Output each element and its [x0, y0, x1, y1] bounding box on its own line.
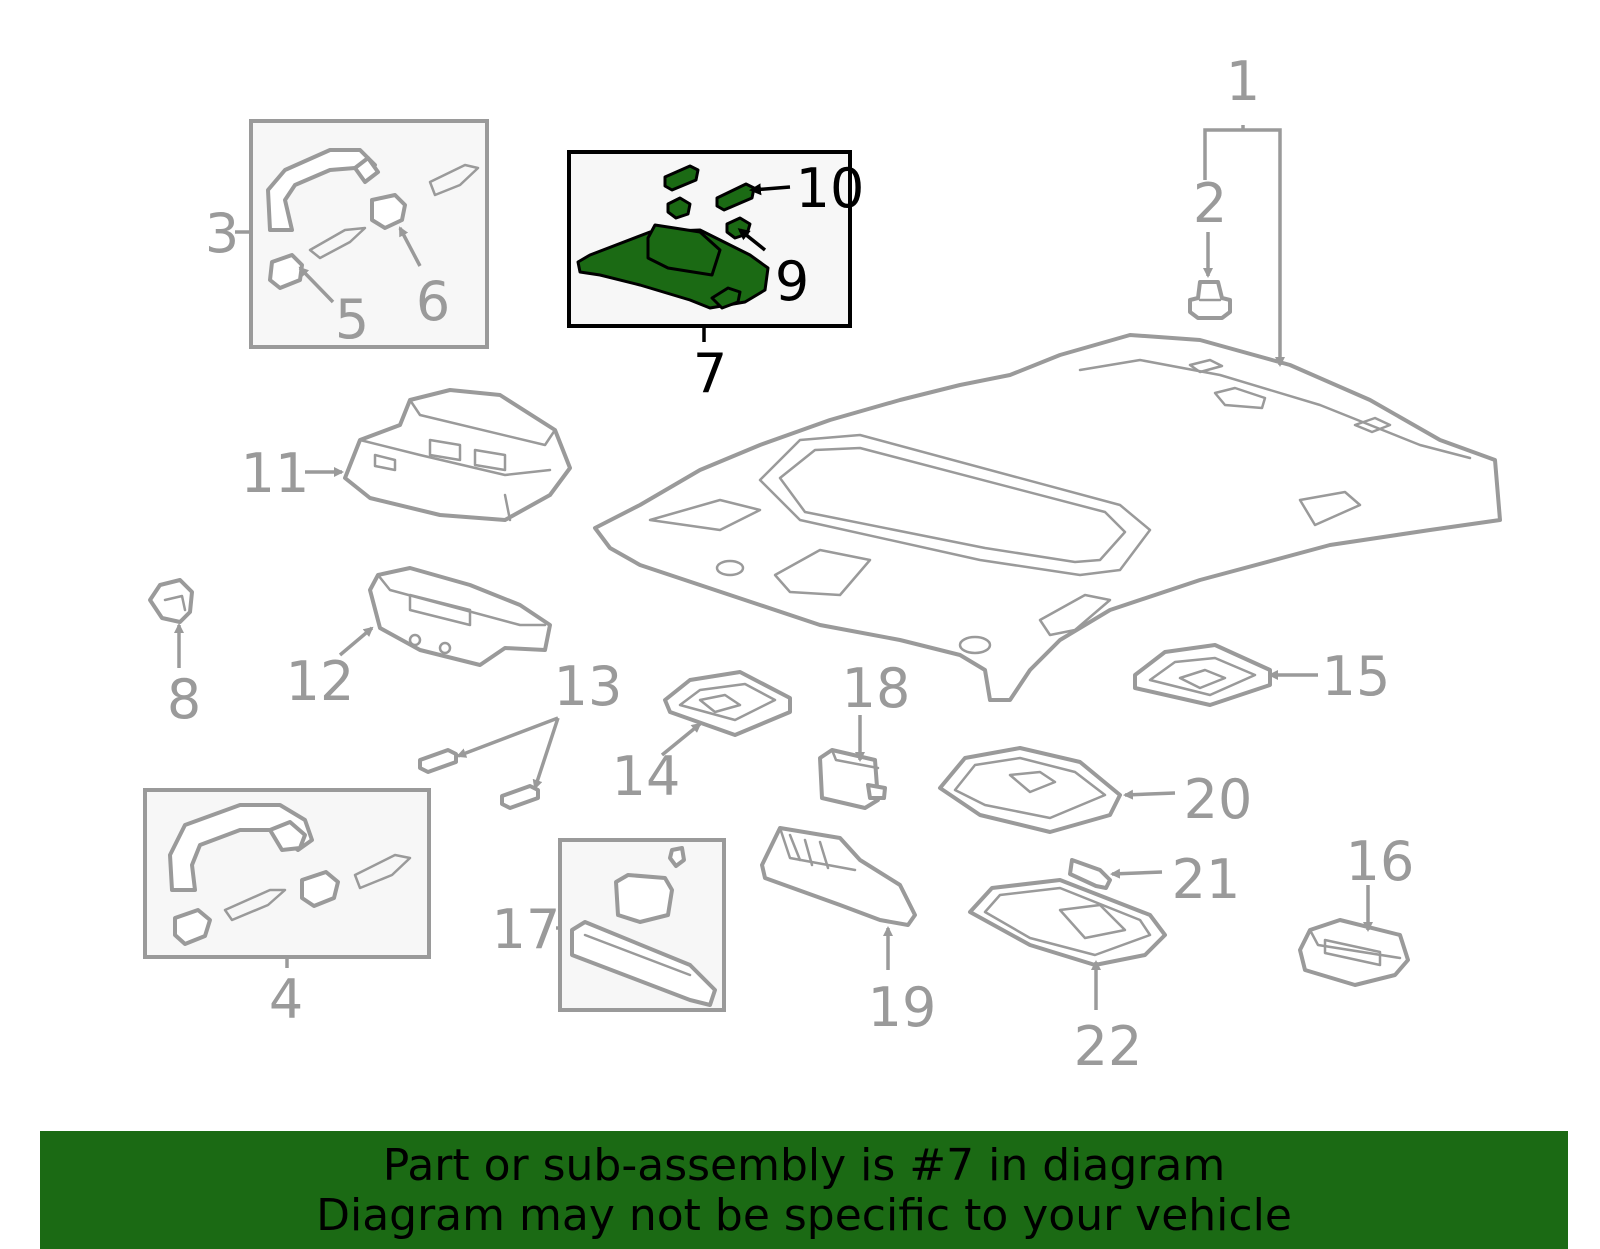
callout-13: 13 [554, 655, 623, 718]
callout-18: 18 [842, 657, 911, 720]
callout-14: 14 [612, 745, 681, 808]
lamp-assembly-part-19[interactable] [760, 826, 917, 927]
footer-line-highlight-note: Part or sub-assembly is #7 in diagram [382, 1140, 1226, 1191]
callout-15: 15 [1322, 645, 1391, 708]
callout-16: 16 [1346, 830, 1415, 893]
module-part-16[interactable] [1298, 918, 1410, 987]
callout-7: 7 [693, 342, 727, 405]
sunvisor-clip[interactable] [666, 196, 752, 240]
callout-4: 4 [269, 968, 303, 1031]
callout-1: 1 [1226, 50, 1260, 113]
overhead-console-part-11[interactable] [343, 388, 572, 522]
callout-11: 11 [241, 442, 310, 505]
sunvisor-cover[interactable] [663, 164, 756, 212]
console-housing-part-12[interactable] [368, 566, 552, 667]
callout-10: 10 [796, 157, 865, 220]
callout-3: 3 [205, 202, 239, 265]
sunvisor-assembly[interactable] [576, 223, 770, 310]
callout-20: 20 [1184, 768, 1253, 831]
headliner-part[interactable] [593, 333, 1502, 702]
callout-6: 6 [416, 270, 450, 333]
sensor-part-18[interactable] [818, 748, 887, 810]
footer-banner: Part or sub-assembly is #7 in diagram Di… [40, 1131, 1568, 1249]
callout-19: 19 [868, 976, 937, 1039]
bracket-part-8[interactable] [148, 578, 194, 624]
clip-part[interactable] [1188, 280, 1232, 320]
lamp-base-part-14[interactable] [663, 670, 792, 737]
console-part-20[interactable] [938, 746, 1122, 834]
lamp-base-part-15[interactable] [1133, 643, 1272, 707]
callout-22: 22 [1074, 1015, 1143, 1078]
grab-handle-rear[interactable] [168, 803, 412, 946]
footer-line-disclaimer: Diagram may not be specific to your vehi… [316, 1190, 1292, 1241]
callout-12: 12 [286, 650, 355, 713]
callout-9: 9 [775, 250, 809, 313]
callout-labels: 1 2 3 4 5 6 7 8 9 10 11 12 13 14 15 16 1… [167, 50, 1415, 1078]
callout-5: 5 [335, 288, 369, 351]
callout-17: 17 [492, 898, 561, 961]
callout-21: 21 [1172, 848, 1241, 911]
lens-part-22[interactable] [968, 878, 1167, 967]
callout-2: 2 [1193, 172, 1227, 235]
callout-8: 8 [167, 668, 201, 731]
lamp-kit-part-17[interactable] [570, 846, 717, 1007]
bulb-part-13[interactable] [418, 748, 540, 810]
leader-lines [174, 125, 1373, 1010]
bulb-part-21[interactable] [1068, 858, 1112, 890]
grab-handle-front[interactable] [266, 148, 480, 290]
